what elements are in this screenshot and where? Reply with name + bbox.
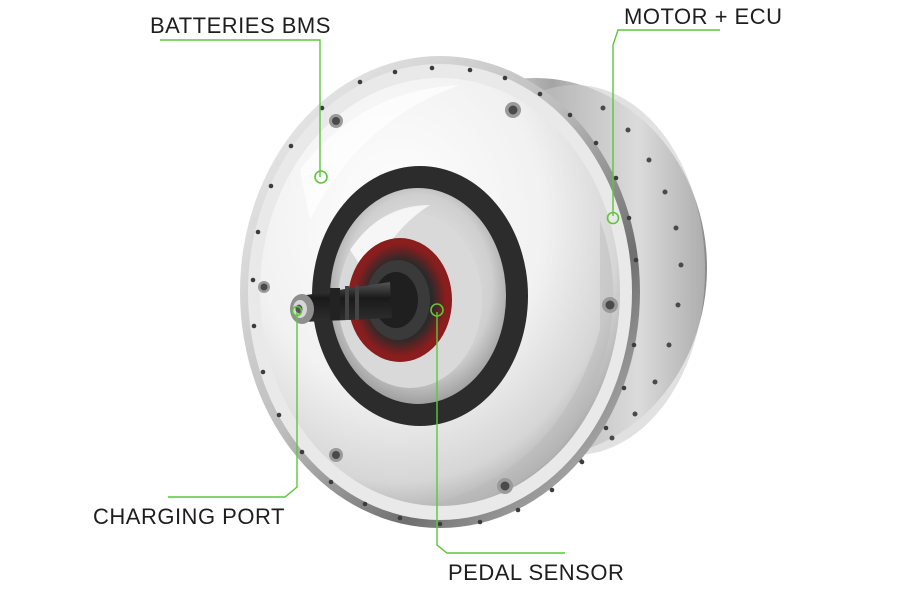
label-motor-ecu: MOTOR + ECU xyxy=(624,4,783,29)
rim-holes xyxy=(250,65,639,527)
face-bolts xyxy=(258,102,618,494)
label-batteries-bms: BATTERIES BMS xyxy=(150,13,331,38)
callout-line-charging-port xyxy=(168,312,298,498)
callout-line-motor-ecu xyxy=(612,29,720,216)
callout-circle-marker xyxy=(606,211,620,225)
callout-line-pedal-sensor xyxy=(436,312,565,554)
callout-circle-marker xyxy=(430,303,444,317)
axle xyxy=(290,282,392,324)
callout-line-batteries-bms xyxy=(160,39,321,177)
label-charging-port: CHARGING PORT xyxy=(93,504,285,529)
callout-circle-marker xyxy=(291,305,303,317)
callout-lines xyxy=(160,29,720,554)
callout-circle-marker xyxy=(314,170,328,184)
callout-markers xyxy=(291,170,620,317)
label-pedal-sensor: PEDAL SENSOR xyxy=(448,560,625,585)
